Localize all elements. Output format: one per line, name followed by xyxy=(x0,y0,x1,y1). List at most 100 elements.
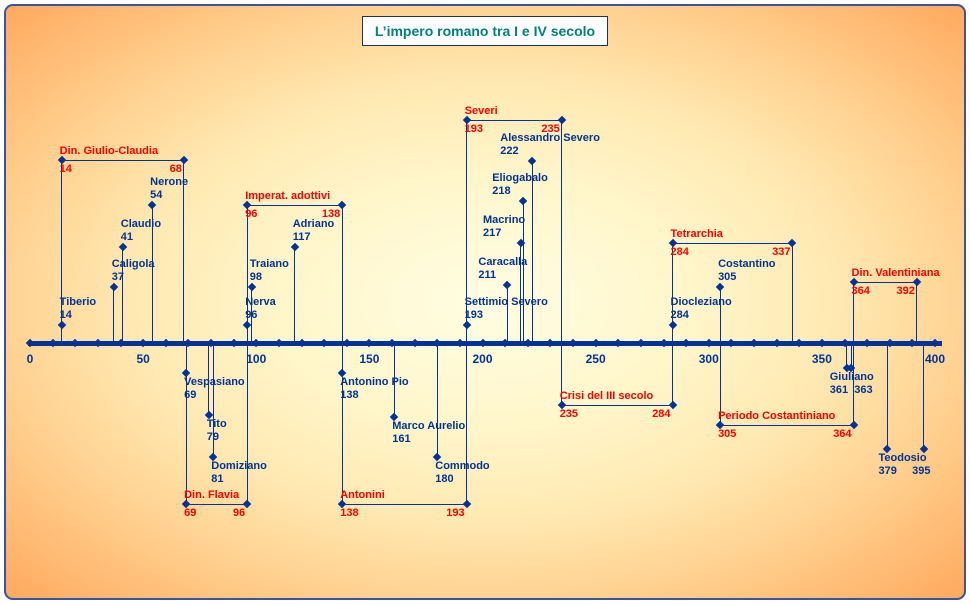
event-name: Alessandro Severo xyxy=(500,132,600,144)
axis-tick-label: 300 xyxy=(698,352,719,366)
period-start-year: 69 xyxy=(184,507,197,519)
event-marker xyxy=(118,242,127,252)
period-end-year: 138 xyxy=(321,208,341,220)
event-name: Nerva xyxy=(245,296,276,308)
period-label: Crisi del III secolo xyxy=(559,390,654,402)
event-name: Diocleziano xyxy=(670,296,732,308)
event-marker xyxy=(109,282,118,292)
event-name: Macrino xyxy=(482,214,526,226)
event-year: 361 363 xyxy=(829,384,873,396)
period-bracket-line xyxy=(186,504,248,505)
timeline-stem xyxy=(531,161,533,343)
period-start-year: 305 xyxy=(718,428,737,440)
period-bracket-line xyxy=(853,282,917,283)
period-bracket-line xyxy=(61,160,184,161)
event-year: 98 xyxy=(249,271,262,283)
event-marker xyxy=(290,242,299,252)
event-name: Commodo xyxy=(435,460,490,472)
event-name: Giuliano xyxy=(829,371,874,383)
event-label: Tito79 xyxy=(207,418,227,444)
event-name: Tiberio xyxy=(59,296,97,308)
event-year: 37 xyxy=(111,271,124,283)
event-name: Marco Aurelio xyxy=(392,420,466,432)
timeline-stem xyxy=(61,160,63,343)
axis-tick-label: 200 xyxy=(472,352,493,366)
timeline-stem xyxy=(561,343,563,405)
event-name: Settimio Severo xyxy=(464,296,548,308)
event-name: Nerone xyxy=(150,176,189,188)
timeline-stem xyxy=(183,160,185,343)
event-name: Traiano xyxy=(249,258,289,270)
event-year: 193 xyxy=(464,309,484,321)
period-start-year: 284 xyxy=(670,246,689,258)
axis-tick-label: 400 xyxy=(924,352,946,366)
timeline-stem xyxy=(393,343,395,417)
event-year: 284 xyxy=(670,309,689,321)
event-name: Caligola xyxy=(111,258,155,270)
period-end-year: 96 xyxy=(232,507,246,519)
timeline-stem xyxy=(846,343,848,368)
timeline-stem xyxy=(294,247,296,343)
period-bracket-line xyxy=(720,425,854,426)
axis-tick-label: 50 xyxy=(136,352,150,366)
event-label: Nerva96 xyxy=(245,296,276,322)
timeline-stem xyxy=(212,343,214,457)
event-marker xyxy=(147,200,157,210)
period-end-year: 235 xyxy=(541,123,560,135)
period-bracket-line xyxy=(342,504,467,505)
axis-tick-label: 100 xyxy=(246,352,267,366)
timeline-stem xyxy=(923,343,925,449)
period-label: Periodo Costantiniano xyxy=(718,410,836,422)
event-marker xyxy=(715,282,725,292)
timeline-stem xyxy=(520,243,522,343)
timeline-stem xyxy=(208,343,210,415)
event-marker xyxy=(528,156,537,166)
timeline-stem xyxy=(151,205,153,343)
period-label: Imperat. adottivi xyxy=(245,190,331,202)
period-label: Severi xyxy=(464,105,498,117)
event-year: 218 xyxy=(492,185,511,197)
event-year: 138 xyxy=(340,389,359,401)
period-bracket-line xyxy=(672,243,793,244)
event-name: Tito xyxy=(206,418,227,430)
period-label: Din. Flavia xyxy=(184,489,240,501)
period-bracket-line xyxy=(561,405,673,406)
event-year: 79 xyxy=(207,431,227,444)
period-label: Din. Giulio-Claudia xyxy=(59,145,159,157)
period-end-year: 68 xyxy=(169,163,182,175)
timeline-stem xyxy=(850,343,852,368)
event-year: 41 xyxy=(120,231,133,243)
period-bracket-line xyxy=(247,205,343,206)
axis-tick-label: 150 xyxy=(359,352,380,366)
period-end-year: 392 xyxy=(896,285,915,297)
event-year: 14 xyxy=(59,309,72,321)
event-year: 180 xyxy=(435,473,454,485)
event-year: 96 xyxy=(245,309,276,322)
event-year: 379 395 xyxy=(878,465,931,477)
period-end-year: 193 xyxy=(446,507,465,519)
event-year: 305 xyxy=(718,271,737,283)
period-end-year: 284 xyxy=(652,408,671,420)
title-row: L’impero romano tra I e IV secolo xyxy=(0,16,970,46)
timeline-stem xyxy=(466,343,468,504)
event-marker xyxy=(518,196,528,206)
timeline-stem xyxy=(466,120,468,343)
period-end-year: 337 xyxy=(772,246,791,258)
